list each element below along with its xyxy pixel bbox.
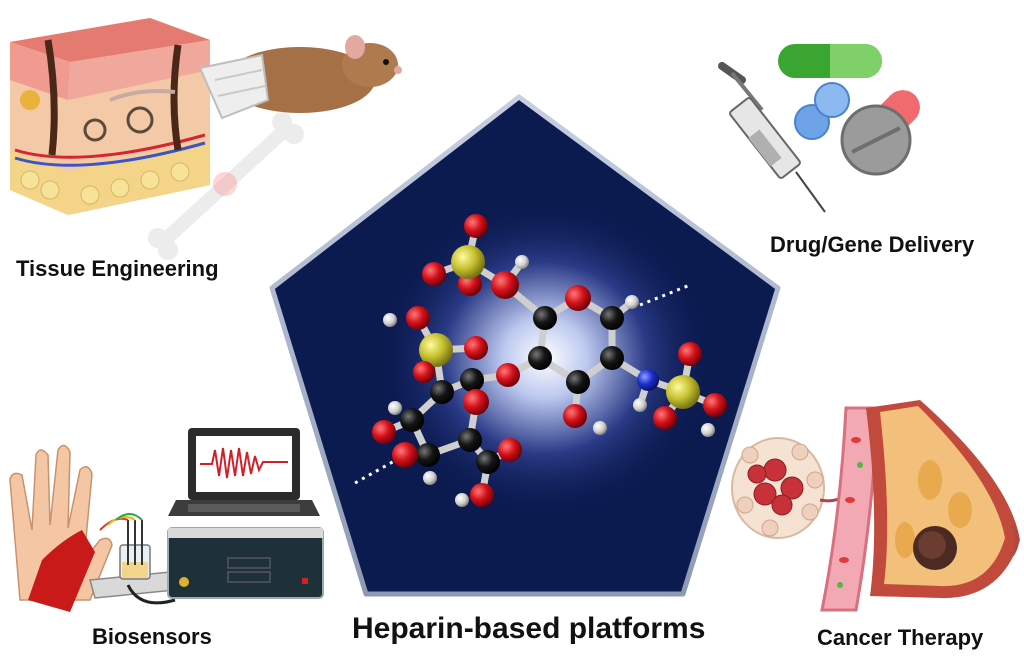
bone-icon (148, 112, 304, 260)
label-drug-gene-delivery: Drug/Gene Delivery (770, 232, 975, 257)
electrode-cell-icon (89, 513, 176, 605)
laptop-icon (168, 428, 320, 516)
tablet-icon (794, 82, 912, 176)
tumor-icon (731, 437, 862, 539)
blood-vessel-icon (820, 406, 880, 612)
label-biosensors: Biosensors (92, 624, 212, 649)
skin-tissue-icon (10, 18, 210, 215)
label-cancer-therapy: Cancer Therapy (817, 625, 984, 650)
label-tissue-engineering: Tissue Engineering (16, 256, 219, 281)
hand-icon (9, 444, 113, 612)
heparin-molecule-icon (354, 214, 727, 507)
syringe-icon (718, 62, 826, 213)
heparin-pentagon (269, 94, 781, 597)
potentiostat-icon (167, 527, 324, 599)
breast-icon (866, 400, 1020, 599)
mouse-icon (109, 35, 402, 120)
figure-title: Heparin-based platforms (352, 612, 706, 645)
